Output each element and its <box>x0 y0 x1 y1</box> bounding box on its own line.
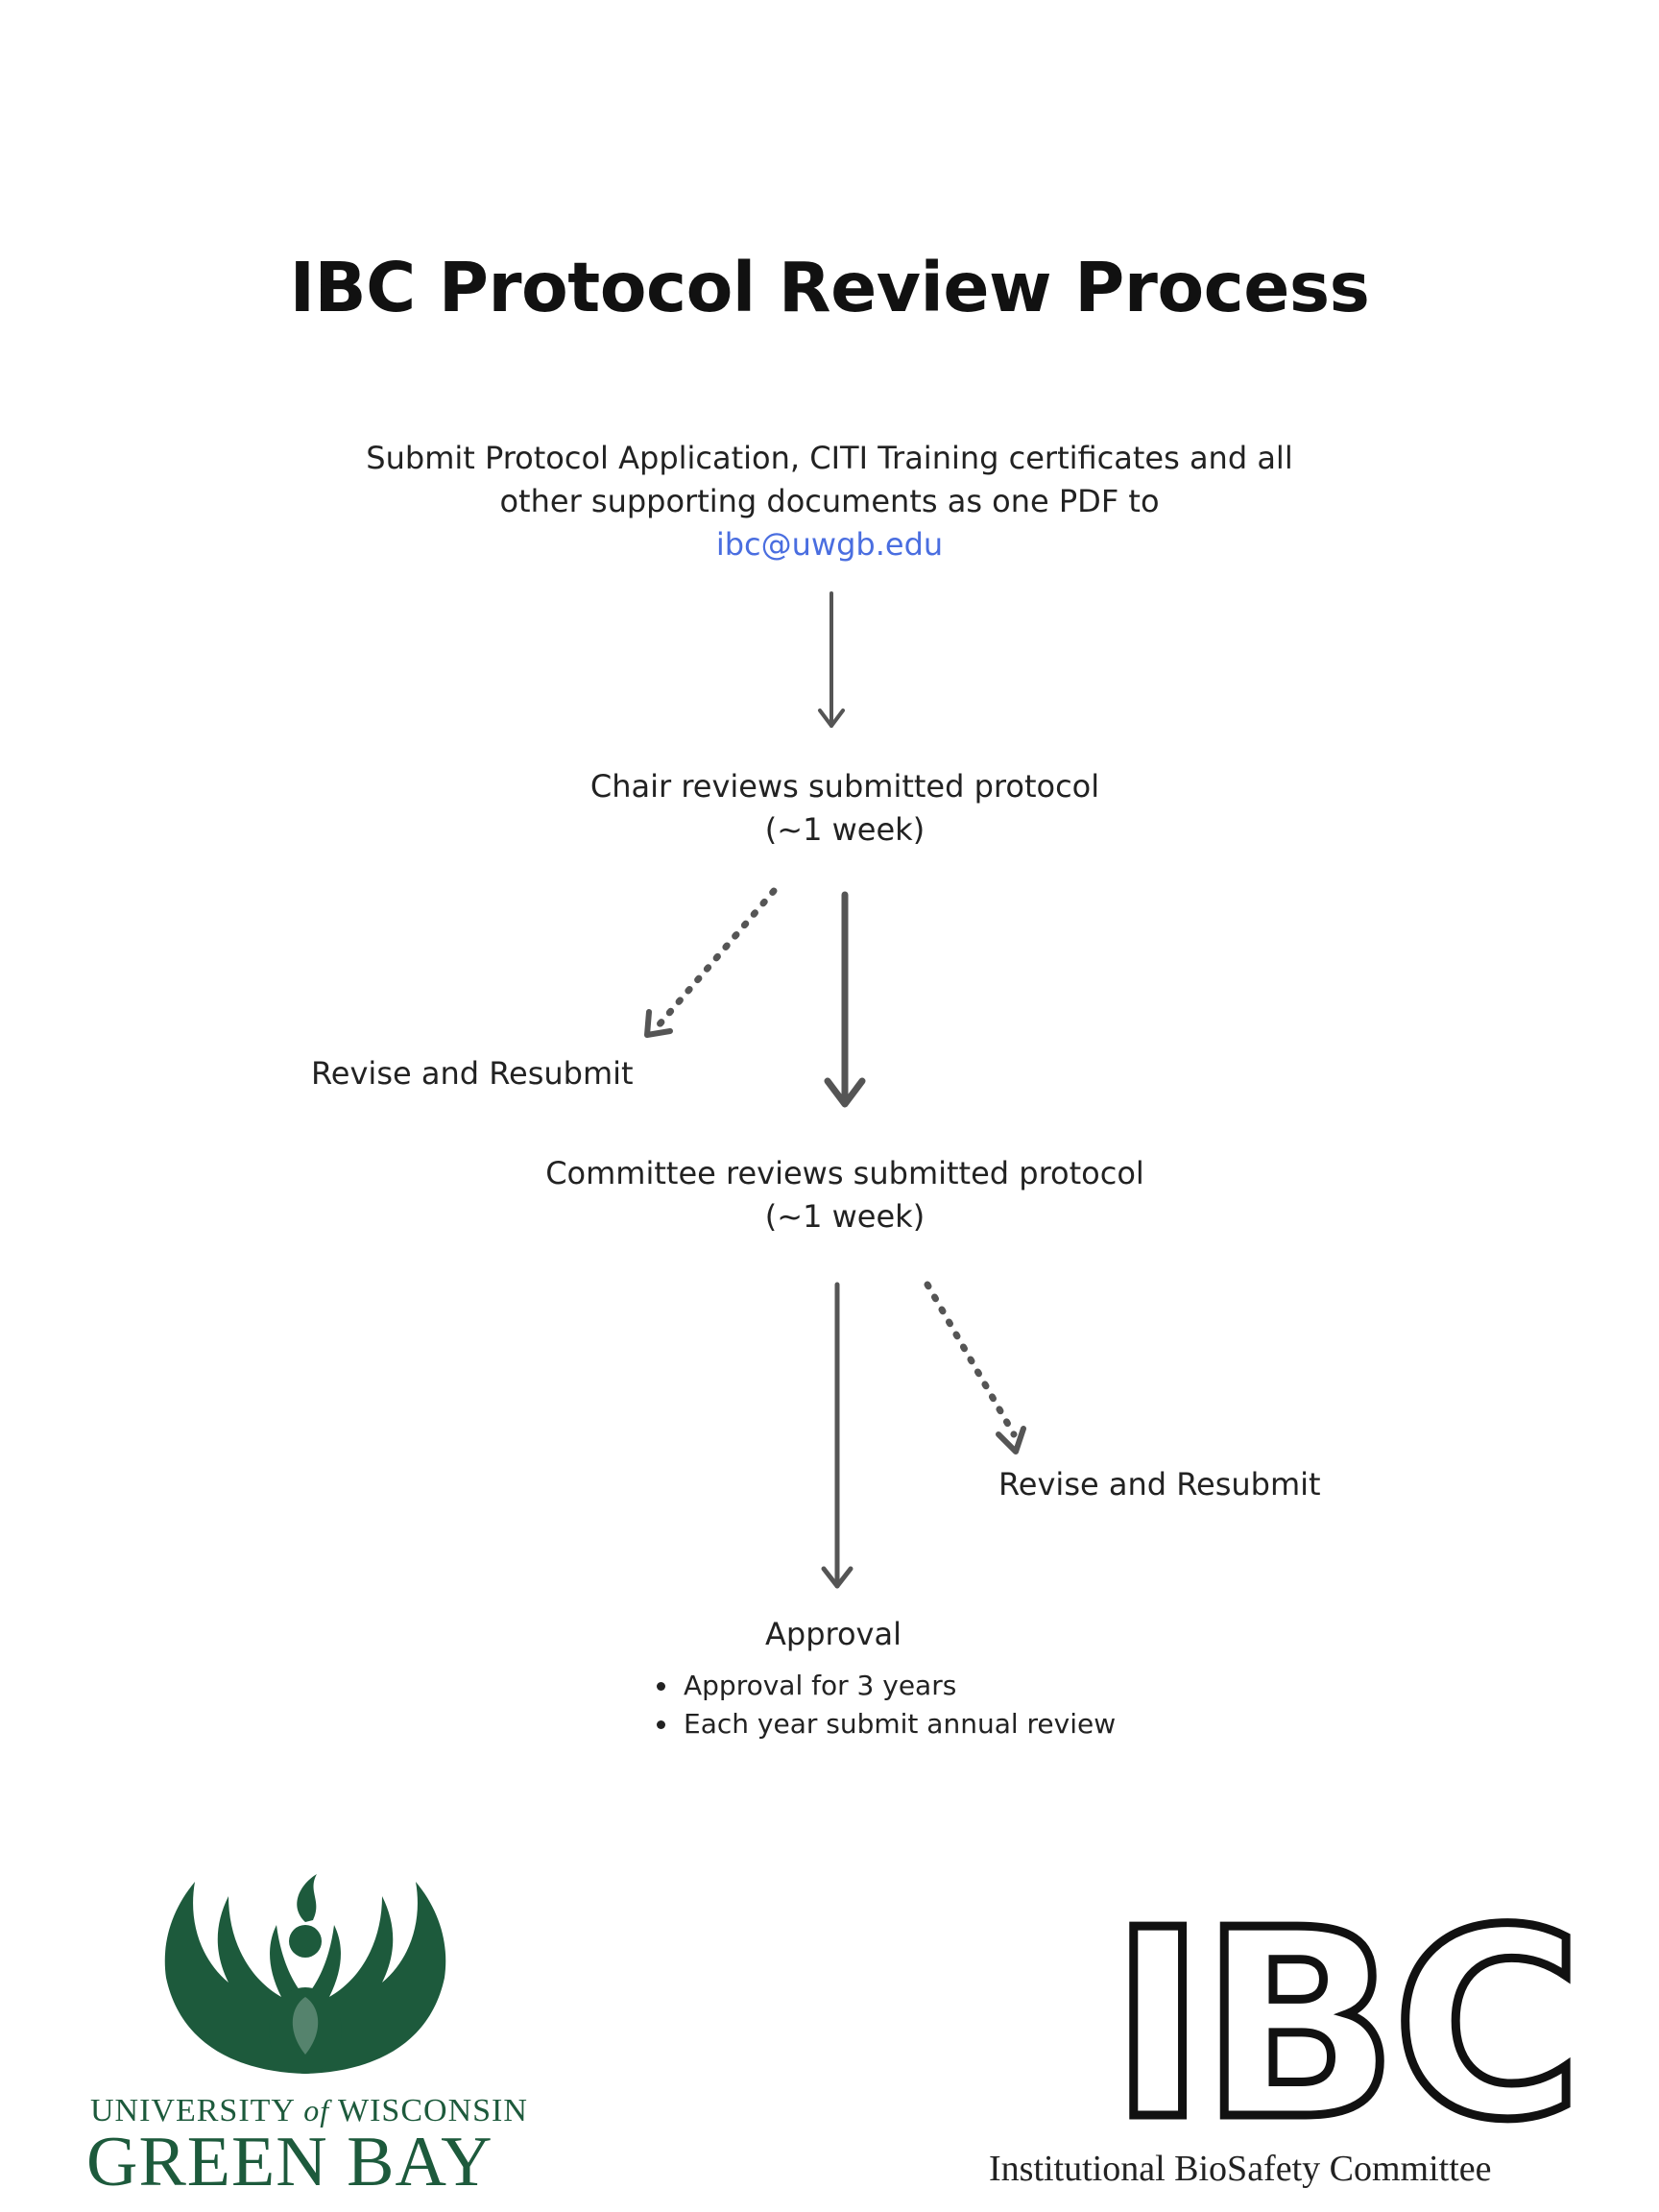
approval-bullets: Approval for 3 years Each year submit an… <box>643 1667 1116 1743</box>
step-submit-line2: other supporting documents as one PDF to <box>499 483 1160 519</box>
uwgb-logo: UNIVERSITY of WISCONSIN GREEN BAY <box>86 1853 528 2201</box>
revise-resubmit-2: Revise and Resubmit <box>998 1466 1321 1503</box>
approval-bullet: Each year submit annual review <box>680 1705 1116 1743</box>
uwgb-line2: GREEN BAY <box>86 2123 493 2201</box>
arrow-chair-to-committee <box>824 891 866 1108</box>
uwgb-of: of <box>303 2093 330 2128</box>
step-committee-line2: (~1 week) <box>764 1198 926 1235</box>
step-committee-line1: Committee reviews submitted protocol <box>545 1155 1144 1191</box>
uwgb-line1: UNIVERSITY of WISCONSIN <box>90 2093 528 2129</box>
uwgb-wisconsin: WISCONSIN <box>338 2093 528 2128</box>
arrow-chair-to-revise-1 <box>644 887 778 1038</box>
revise-resubmit-1: Revise and Resubmit <box>311 1055 634 1092</box>
email-link[interactable]: ibc@uwgb.edu <box>715 526 944 563</box>
step-chair-line2: (~1 week) <box>764 811 926 848</box>
arrow-submit-to-chair <box>818 591 845 728</box>
ibc-logo: IBC Institutional BioSafety Committee <box>989 1870 1613 2203</box>
step-chair-review: Chair reviews submitted protocol (~1 wee… <box>461 765 1229 852</box>
ibc-letters-text: IBC <box>1110 1874 1576 2176</box>
step-submit-line1: Submit Protocol Application, CITI Traini… <box>366 440 1293 476</box>
page-title: IBC Protocol Review Process <box>289 248 1370 327</box>
step-chair-line1: Chair reviews submitted protocol <box>589 768 1100 805</box>
arrow-committee-to-revise-2 <box>924 1281 1026 1455</box>
uwgb-university: UNIVERSITY <box>90 2093 295 2128</box>
ibc-subtitle: Institutional BioSafety Committee <box>989 2149 1492 2189</box>
arrow-committee-to-approval <box>821 1282 854 1589</box>
step-approval: Approval <box>765 1616 902 1652</box>
ibc-letters: IBC <box>1106 1870 1587 2181</box>
approval-bullet: Approval for 3 years <box>680 1667 1116 1705</box>
phoenix-icon <box>164 1874 446 2074</box>
step-committee-review: Committee reviews submitted protocol (~1… <box>461 1152 1229 1238</box>
step-submit: Submit Protocol Application, CITI Traini… <box>0 437 1659 566</box>
